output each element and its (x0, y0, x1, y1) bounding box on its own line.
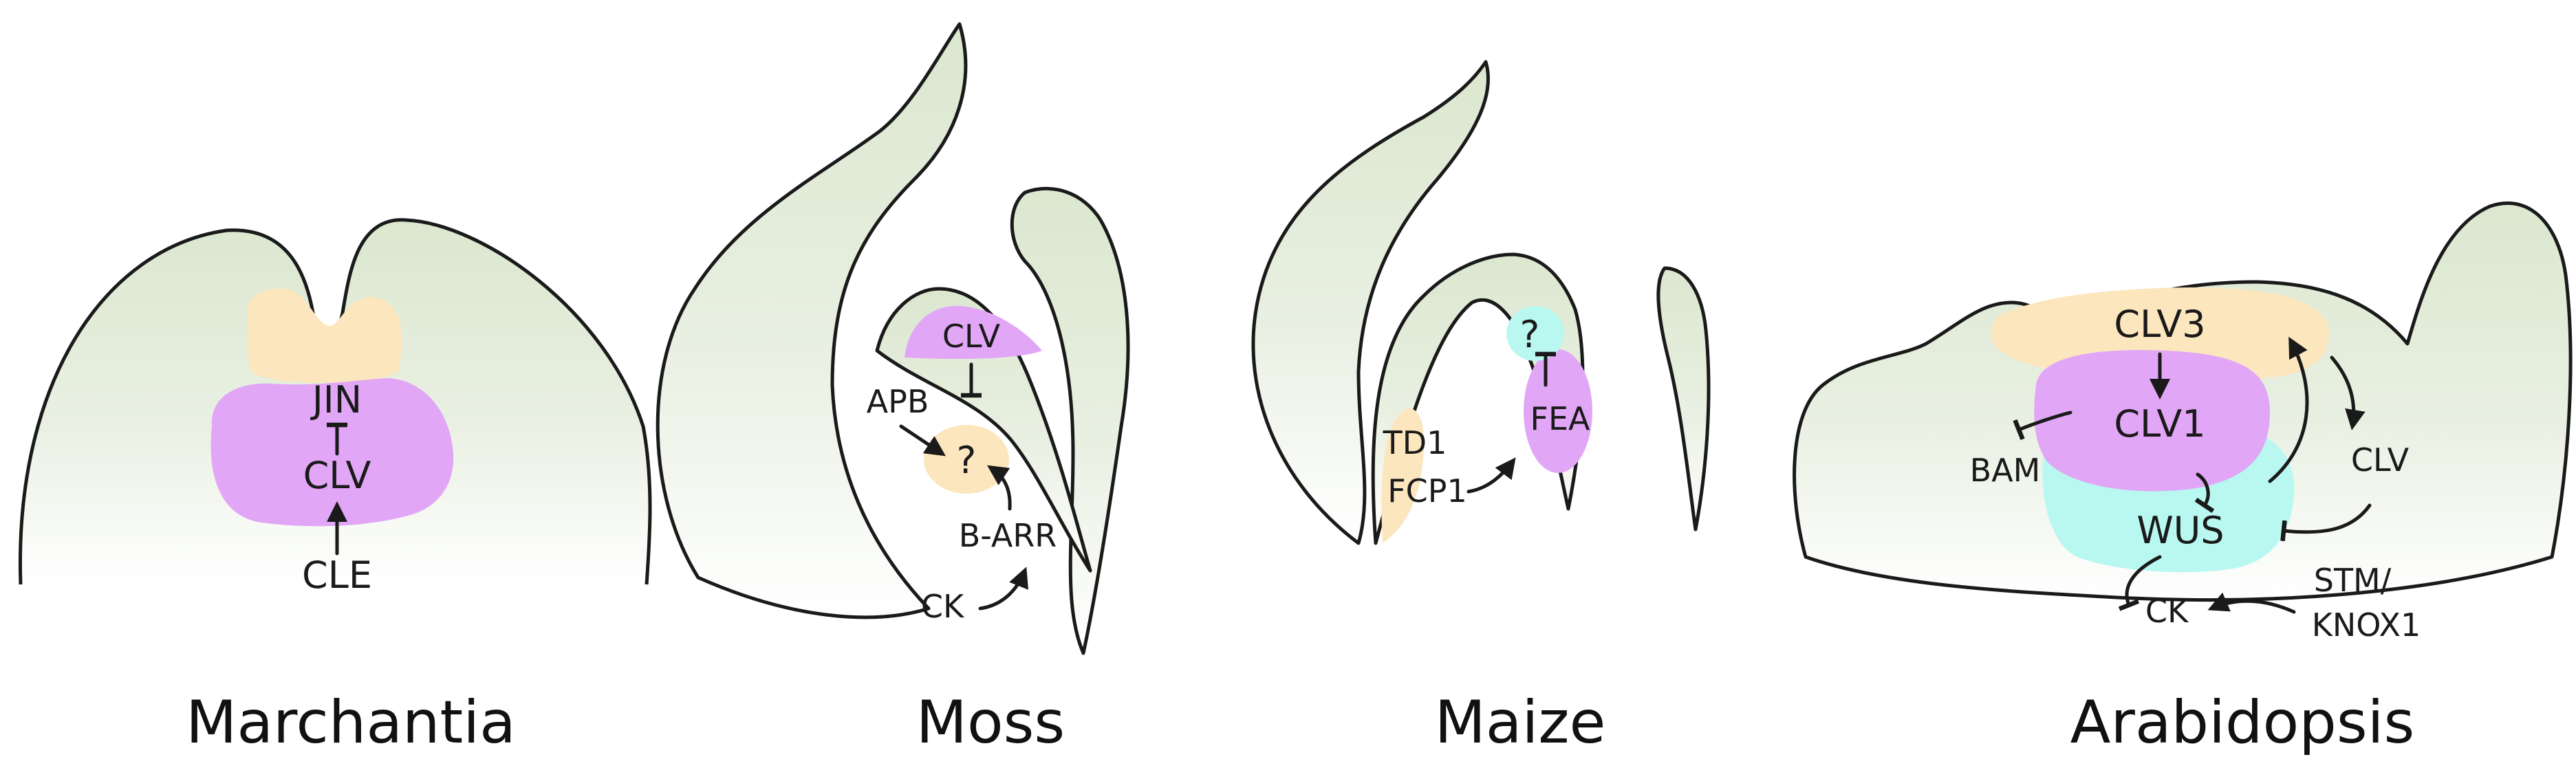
maize-outer-leaf-outline (1251, 60, 1490, 545)
label-stm: STM/ (2314, 562, 2392, 599)
maize-label-td1: TD1 (1383, 424, 1447, 461)
label-clv-right: CLV (2351, 441, 2410, 479)
inhibition-clv-to-wus (2280, 503, 2372, 542)
label-cle: CLE (302, 553, 372, 597)
moss-clv-zone (905, 306, 1042, 359)
marchantia-jin-zone (247, 288, 402, 383)
arrow-wus-to-clv3 (2268, 336, 2309, 483)
moss-label-ck: CK (921, 588, 965, 625)
maize-fea-zone (1524, 349, 1592, 473)
inhibition-wus-to-ck (2118, 555, 2162, 611)
marchantia-clv-zone (210, 378, 454, 527)
moss-label-barr: B-ARR (959, 517, 1057, 554)
label-ck: CK (2145, 593, 2189, 630)
maize-right-leaf-outline (1656, 266, 1711, 531)
maize-label-fea: FEA (1530, 400, 1591, 437)
panel-arabidopsis: CLV3 CLV1 BAM WUS CLV CK STM/ KNOX1 Arab… (1793, 201, 2573, 757)
label-clv3: CLV3 (2114, 303, 2205, 346)
moss-apex-inner-outline (875, 287, 1092, 573)
maize-td1-zone (1381, 408, 1424, 543)
maize-label-unknown: ? (1520, 313, 1540, 356)
inhibition-clv1-to-wus (2194, 472, 2215, 514)
moss-arrow-barr (987, 465, 1012, 511)
title-marchantia: Marchantia (186, 688, 516, 757)
moss-inner-leaf-outline (1010, 186, 1130, 655)
title-moss: Moss (916, 688, 1065, 757)
inhibition-clv1-to-bam (2013, 410, 2072, 441)
arrow-stm-to-ck (2207, 592, 2296, 614)
moss-label-clv: CLV (942, 318, 1001, 355)
title-maize: Maize (1435, 688, 1606, 757)
panel-marchantia: JIN CLV CLE Marchantia (18, 218, 652, 757)
arabidopsis-clv1-zone (2034, 350, 2270, 492)
maize-question-zone (1506, 306, 1564, 361)
moss-arrow-apb (899, 424, 946, 457)
label-clv: CLV (303, 454, 371, 497)
label-wus: WUS (2136, 509, 2224, 552)
maize-arrow-fcp1-to-fea (1466, 457, 1516, 494)
label-jin: JIN (310, 378, 362, 421)
arrow-clv3-to-clv (2330, 355, 2366, 430)
moss-arrow-ck (978, 567, 1029, 611)
panel-moss: CLV ? APB B-ARR CK Moss (656, 22, 1130, 757)
label-knox1: KNOX1 (2312, 606, 2421, 644)
moss-label-unknown: ? (957, 439, 977, 482)
label-bam: BAM (1970, 452, 2041, 489)
moss-label-apb: APB (867, 383, 929, 420)
label-clv1: CLV1 (2114, 402, 2205, 446)
maize-label-fcp1: FCP1 (1387, 472, 1467, 509)
moss-outer-leaf-outline (656, 22, 968, 619)
title-arabidopsis: Arabidopsis (2070, 688, 2415, 757)
panel-maize: ? FEA TD1 FCP1 Maize (1251, 60, 1711, 757)
